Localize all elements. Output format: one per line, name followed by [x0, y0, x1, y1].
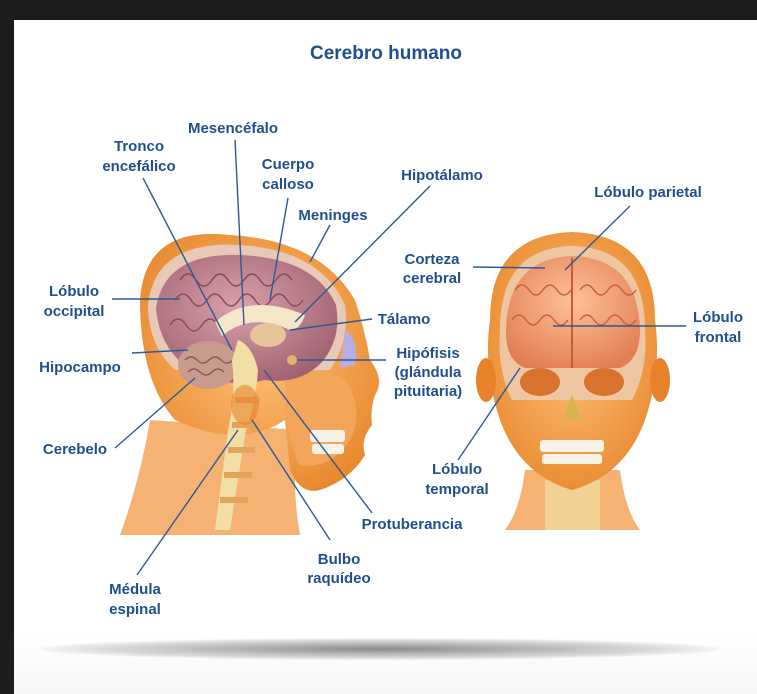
label-protuberancia: Protuberancia	[362, 516, 464, 533]
eye-socket-right	[584, 368, 624, 396]
label-occipital-line1: Lóbulo	[49, 283, 99, 300]
label-tronco-line2: encefálico	[102, 158, 175, 175]
hypophysis	[287, 355, 297, 365]
side-neck	[120, 420, 300, 535]
front-head-illustration	[476, 232, 670, 530]
label-cuerpo-line1: Cuerpo	[262, 156, 315, 173]
label-hipocampo: Hipocampo	[39, 359, 121, 376]
thalamus	[250, 323, 286, 347]
line-meninges	[310, 225, 330, 262]
side-teeth-upper	[310, 430, 345, 442]
label-corteza-line1: Corteza	[404, 251, 460, 268]
line-corteza	[473, 267, 545, 268]
label-mesencefalo: Mesencéfalo	[188, 120, 278, 137]
side-head-illustration	[120, 234, 379, 535]
eye-socket-left	[520, 368, 560, 396]
front-ear-right	[650, 358, 670, 402]
label-talamo: Tálamo	[378, 311, 431, 328]
label-parietal: Lóbulo parietal	[594, 184, 702, 201]
side-ear	[231, 385, 259, 425]
front-teeth-upper	[540, 440, 604, 452]
label-temporal-line2: temporal	[425, 481, 488, 498]
label-bulbo-line2: raquídeo	[307, 570, 370, 587]
label-frontal-line1: Lóbulo	[693, 309, 743, 326]
label-hipofisis-line1: Hipófisis	[396, 345, 459, 362]
label-occipital-line2: occipital	[44, 303, 105, 320]
label-medula-line2: espinal	[109, 601, 161, 618]
label-hipotalamo: Hipotálamo	[401, 167, 483, 184]
cerebellum	[178, 341, 238, 389]
label-meninges: Meninges	[298, 207, 367, 224]
label-cerebelo: Cerebelo	[43, 441, 107, 458]
front-teeth-lower	[542, 454, 602, 464]
label-cuerpo-line2: calloso	[262, 176, 314, 193]
front-ear-left	[476, 358, 496, 402]
side-teeth-lower	[312, 444, 344, 454]
label-hipofisis-line3: pituitaria)	[394, 383, 462, 400]
label-medula-line1: Médula	[109, 581, 161, 598]
label-frontal-line2: frontal	[695, 329, 742, 346]
label-corteza-line2: cerebral	[403, 270, 461, 287]
label-temporal-line1: Lóbulo	[432, 461, 482, 478]
diagram-title: Cerebro humano	[310, 43, 462, 64]
label-bulbo-line1: Bulbo	[318, 551, 361, 568]
label-hipofisis-line2: (glándula	[395, 364, 462, 381]
label-tronco-line1: Tronco	[114, 138, 164, 155]
